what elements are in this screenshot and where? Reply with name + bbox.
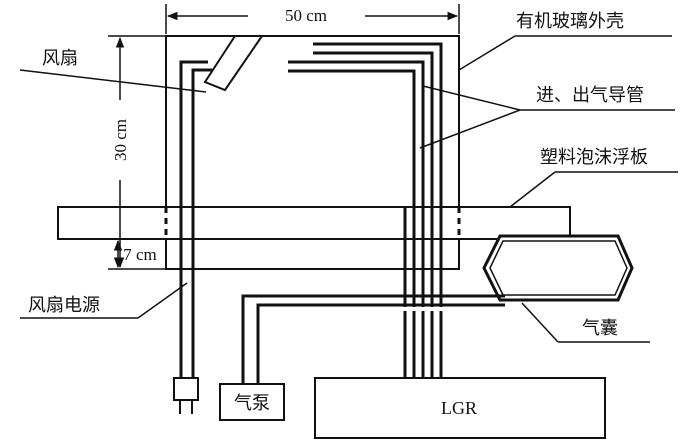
width-dimension [165, 4, 460, 34]
air-pump-label: 气泵 [234, 393, 270, 414]
pump-tubes [241, 294, 505, 384]
fan-power-cables [179, 60, 212, 378]
air-bag-label: 气囊 [582, 318, 618, 339]
lgr-analyzer-label: LGR [441, 398, 477, 418]
leader-lines [19, 35, 678, 343]
width-dimension-label: 50 cm [285, 6, 327, 25]
shell-label: 有机玻璃外壳 [516, 11, 624, 32]
fan [203, 35, 264, 92]
air-pump-box [219, 383, 285, 421]
inlet-outlet-tubes [288, 42, 443, 378]
air-bag-inner [489, 240, 628, 296]
chamber-shell [165, 35, 460, 270]
depth-dimension-label: 7 cm [123, 245, 157, 264]
height-dimension [108, 35, 166, 270]
lgr-analyzer-box [314, 377, 606, 439]
fan-label: 风扇 [42, 48, 78, 69]
fan-power-label: 风扇电源 [28, 295, 100, 316]
tubes-label: 进、出气导管 [536, 85, 644, 106]
air-bag [482, 234, 634, 302]
height-dimension-label: 30 cm [111, 119, 130, 161]
power-plug [173, 377, 199, 414]
foam-float-board [57, 206, 571, 240]
float-board-label: 塑料泡沫浮板 [540, 147, 648, 168]
